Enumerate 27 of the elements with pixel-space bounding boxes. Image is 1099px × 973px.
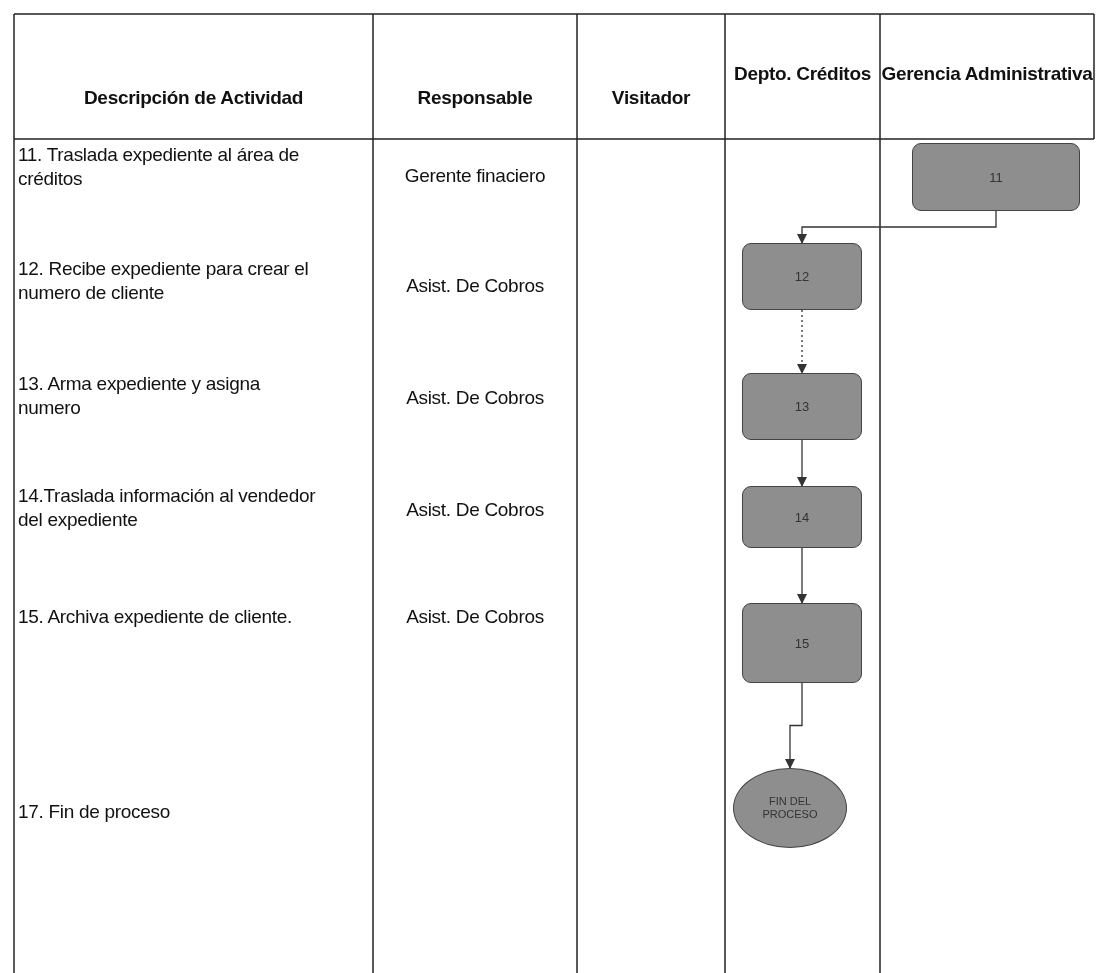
arrow — [797, 439, 807, 487]
table-cell-text: 15. Archiva expediente de cliente. — [18, 605, 293, 629]
table-cell-text: 12. Recibe expediente para crear el numero de cliente — [18, 257, 310, 305]
process-box: 13 — [742, 373, 862, 440]
arrow — [785, 682, 803, 769]
table-cell-text: 13. Arma expediente y asigna numero — [18, 372, 262, 420]
table-cell-text: Gerente finaciero — [403, 164, 547, 188]
table-cell-text: 17. Fin de proceso — [18, 800, 171, 824]
table-cell-text: 14.Traslada información al vendedor del expediente — [18, 484, 317, 532]
table-cell-text: Asist. De Cobros — [405, 274, 545, 298]
arrow — [797, 309, 807, 374]
table-cell-text: Asist. De Cobros — [405, 386, 545, 410]
column-header: Gerencia Administrativa — [880, 62, 1094, 86]
column-header: Visitador — [610, 86, 692, 110]
column-header: Responsable — [416, 86, 534, 110]
arrow — [797, 547, 807, 604]
process-box: 14 — [742, 486, 862, 548]
terminator-oval: FIN DEL PROCESO — [733, 768, 847, 848]
table-cell-text: 11. Traslada expediente al área de créditos — [18, 143, 300, 191]
process-box: 15 — [742, 603, 862, 683]
table-cell-text: Asist. De Cobros — [405, 498, 545, 522]
column-header: Depto. Créditos — [733, 62, 872, 86]
column-header: Descripción de Actividad — [82, 86, 305, 110]
process-box: 11 — [912, 143, 1080, 211]
table-cell-text: Asist. De Cobros — [405, 605, 545, 629]
arrow — [797, 210, 997, 244]
process-box: 12 — [742, 243, 862, 310]
